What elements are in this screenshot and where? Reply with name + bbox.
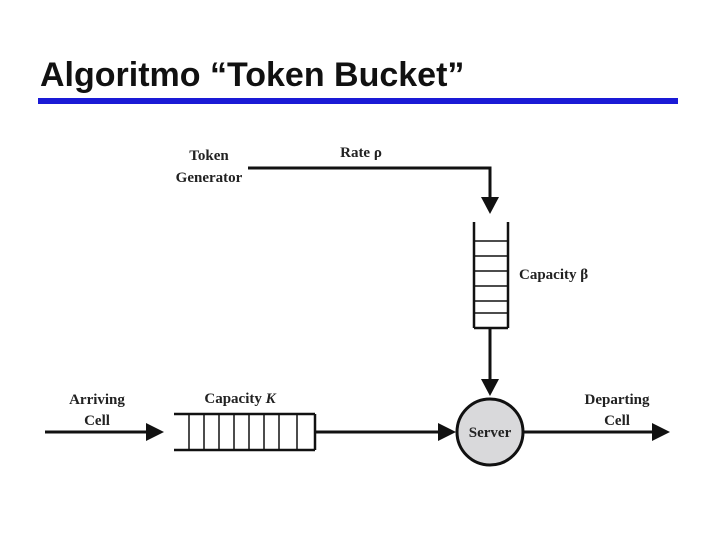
arriving-cell-label-line1: Arriving <box>69 392 125 408</box>
slide-title: Algoritmo “Token Bucket” <box>40 56 465 94</box>
token-generator-label-line2: Generator <box>176 170 243 186</box>
bucket-to-server-arrowhead <box>481 379 499 396</box>
queue-to-server-arrowhead <box>438 423 456 441</box>
server-label: Server <box>469 425 512 441</box>
cell-queue <box>174 412 317 452</box>
departing-flow-arrowhead <box>652 423 670 441</box>
cell-capacity-label: Capacity K <box>204 391 276 407</box>
arriving-cell-label-line2: Cell <box>84 413 110 429</box>
arriving-flow-arrowhead <box>146 423 164 441</box>
token-flow-line <box>248 166 492 202</box>
token-generator-label-line1: Token <box>189 148 229 164</box>
token-bucket <box>472 222 510 330</box>
token-capacity-label: Capacity β <box>519 267 588 283</box>
rate-label: Rate ρ <box>340 145 382 161</box>
departing-cell-label-line1: Departing <box>585 392 650 408</box>
token-flow-arrowhead <box>481 197 499 214</box>
title-rule <box>38 98 678 104</box>
departing-cell-label-line2: Cell <box>604 413 630 429</box>
